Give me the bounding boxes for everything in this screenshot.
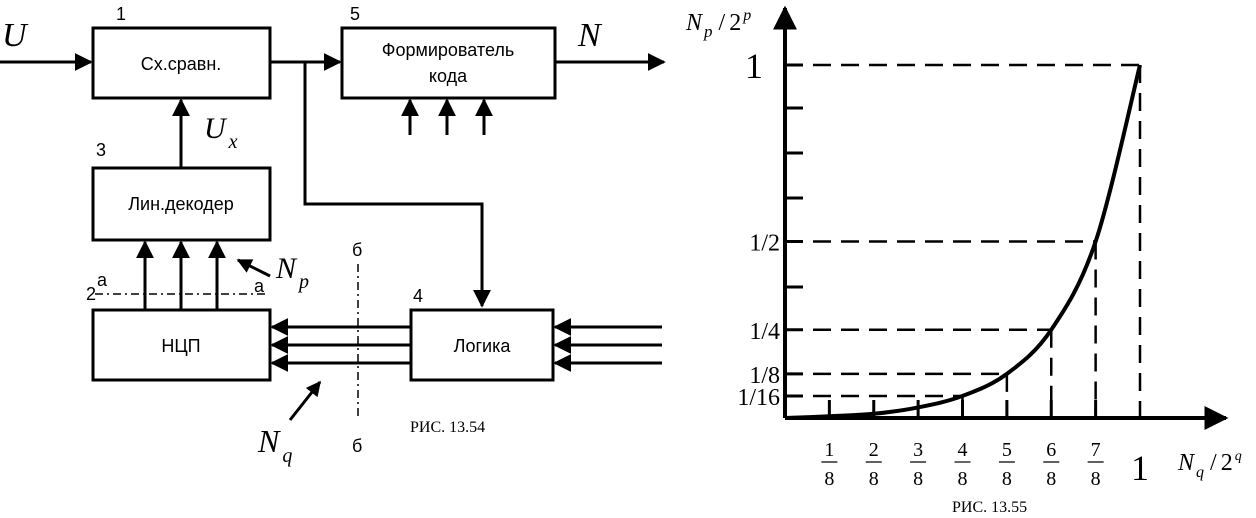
dac-block bbox=[91, 308, 272, 382]
transfer-curve bbox=[784, 64, 1142, 420]
y-tick-label: 1/16 bbox=[737, 385, 780, 411]
encoder-label-line1: Формирователь bbox=[382, 40, 514, 60]
figure-54-caption: РИС. 13.54 bbox=[410, 419, 485, 436]
x-tick-numerator: 3 bbox=[913, 439, 923, 461]
x-tick-denominator: 8 bbox=[958, 468, 968, 490]
output-n-label: N bbox=[577, 17, 603, 54]
y-tick-group: 1 1/2 1/4 1/81/16 bbox=[737, 46, 803, 411]
y-tick-label: 1 bbox=[745, 46, 763, 86]
encoder-label-line2: кода bbox=[429, 66, 468, 86]
y-tick-label: 1/8 bbox=[749, 363, 780, 389]
y-tick-label: 1/2 bbox=[749, 231, 780, 257]
section-a-right: а bbox=[254, 276, 265, 296]
x-tick-one-label: 1 bbox=[1131, 448, 1149, 488]
logic-label: Логика bbox=[454, 336, 512, 356]
logic-block bbox=[409, 308, 555, 382]
section-b-bottom: б bbox=[352, 436, 362, 456]
x-tick-denominator: 8 bbox=[869, 468, 879, 490]
dac-number: 2 bbox=[86, 284, 96, 304]
x-tick-numerator: 1 bbox=[824, 439, 834, 461]
input-u-label: U bbox=[2, 17, 29, 54]
encoder-block bbox=[340, 26, 557, 100]
decoder-label: Лин.декодер bbox=[128, 194, 234, 214]
guide-lines bbox=[785, 63, 1142, 418]
x-tick-denominator: 8 bbox=[1002, 468, 1012, 490]
x-tick-numerator: 5 bbox=[1002, 439, 1012, 461]
feedback-line bbox=[303, 62, 491, 308]
x-tick-denominator: 8 bbox=[913, 468, 923, 490]
x-tick-denominator: 8 bbox=[824, 468, 834, 490]
np-pointer bbox=[236, 258, 271, 278]
decoder-block bbox=[91, 166, 272, 242]
logic-number: 4 bbox=[413, 286, 423, 306]
figure-55-caption: РИС. 13.55 bbox=[952, 499, 1027, 516]
dac-label: НЦП bbox=[161, 336, 200, 356]
nq-pointer bbox=[288, 380, 322, 421]
encoder-number: 5 bbox=[350, 4, 360, 24]
y-tick-label: 1/4 bbox=[749, 319, 780, 345]
x-tick-numerator: 7 bbox=[1091, 439, 1101, 461]
x-tick-denominator: 8 bbox=[1091, 468, 1101, 490]
section-a-left: а bbox=[97, 270, 108, 290]
x-tick-group: 1 8 2 8 3 8 4 8 5 8 6 8 7 8 1 bbox=[821, 400, 1149, 490]
x-tick-numerator: 2 bbox=[869, 439, 879, 461]
x-tick-denominator: 8 bbox=[1046, 468, 1056, 490]
comparator-number: 1 bbox=[116, 4, 126, 24]
x-tick-numerator: 4 bbox=[958, 439, 968, 461]
comparator-label: Сх.сравн. bbox=[141, 54, 222, 74]
section-b-top: б bbox=[352, 240, 362, 260]
x-tick-numerator: 6 bbox=[1046, 439, 1056, 461]
decoder-number: 3 bbox=[96, 140, 106, 160]
block-diagram: U 1 Сх.сравн. 5 Формирователь кода N 3 Л… bbox=[0, 4, 666, 467]
